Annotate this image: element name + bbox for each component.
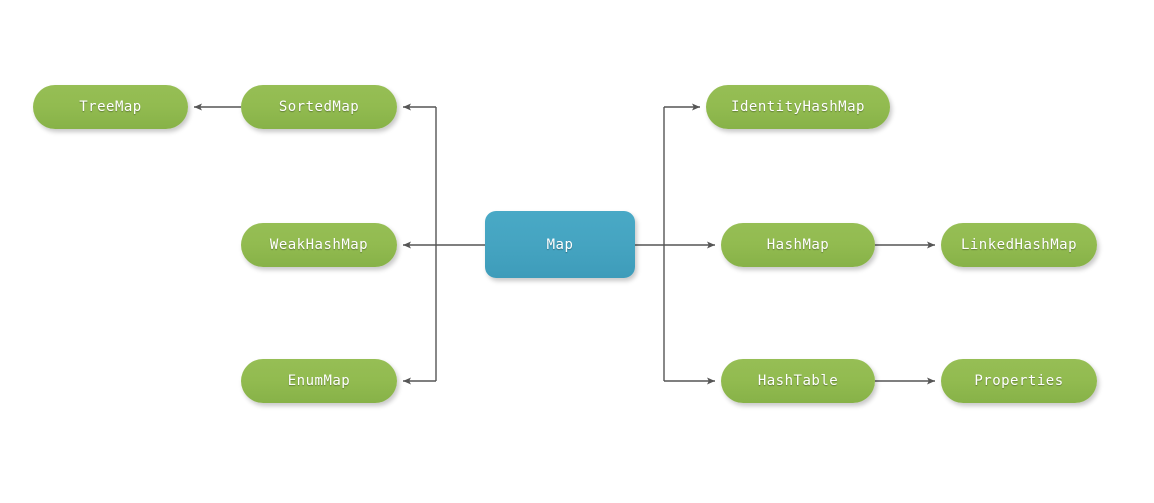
node-properties-label: Properties (974, 373, 1064, 389)
node-weakhashmap[interactable]: WeakHashMap (241, 223, 397, 267)
node-treemap-label: TreeMap (79, 99, 142, 115)
node-enummap[interactable]: EnumMap (241, 359, 397, 403)
node-hashmap[interactable]: HashMap (721, 223, 875, 267)
node-map-label: Map (546, 236, 574, 253)
node-identityhashmap[interactable]: IdentityHashMap (706, 85, 890, 129)
node-linkedhashmap[interactable]: LinkedHashMap (941, 223, 1097, 267)
node-enummap-label: EnumMap (287, 373, 351, 389)
node-sortedmap-label: SortedMap (278, 99, 360, 115)
node-treemap[interactable]: TreeMap (33, 85, 188, 129)
node-hashtable[interactable]: HashTable (721, 359, 875, 403)
node-hashtable-label: HashTable (757, 373, 839, 389)
node-identityhashmap-label: IdentityHashMap (731, 99, 865, 115)
node-properties[interactable]: Properties (941, 359, 1097, 403)
node-map[interactable]: Map (485, 211, 635, 278)
node-sortedmap[interactable]: SortedMap (241, 85, 397, 129)
node-hashmap-label: HashMap (766, 237, 830, 253)
node-linkedhashmap-label: LinkedHashMap (960, 237, 1078, 253)
node-weakhashmap-label: WeakHashMap (269, 237, 369, 253)
